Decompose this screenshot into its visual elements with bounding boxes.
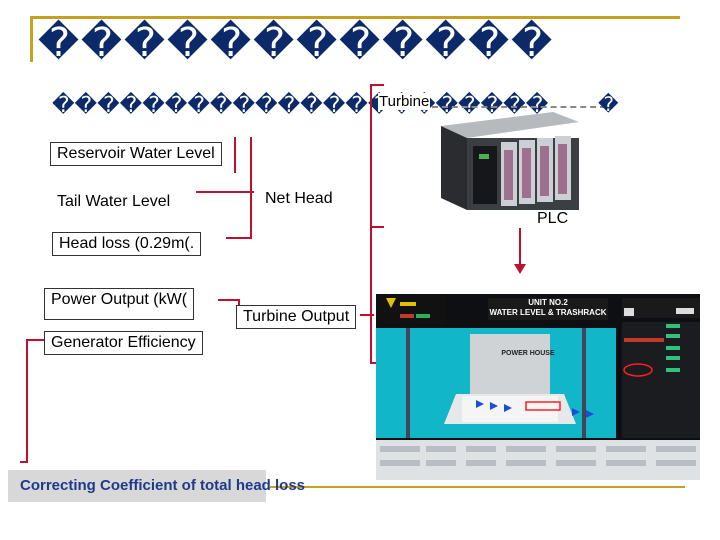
frame-left-line bbox=[30, 16, 33, 62]
tail-water-level-box: Tail Water Level bbox=[50, 190, 178, 214]
scada-screenshot: UNIT NO.2 WATER LEVEL & TRASHRACK POWER … bbox=[376, 294, 700, 480]
plc-arrow-head bbox=[514, 264, 526, 274]
reservoir-water-level-box: Reservoir Water Level bbox=[50, 142, 222, 166]
slide-subtitle: ���������������������� bbox=[52, 92, 549, 117]
frame-bottom-line bbox=[270, 486, 685, 488]
connector-footer-vert bbox=[26, 339, 28, 463]
net-head-box: Net Head bbox=[258, 187, 340, 211]
connector-gen-left bbox=[26, 339, 48, 341]
bracket-middle bbox=[370, 226, 384, 228]
plc-label: PLC bbox=[537, 210, 569, 227]
dashed-underline bbox=[432, 106, 606, 108]
head-loss-box: Head loss (0.29m(. bbox=[52, 232, 202, 256]
subtitle-end-glyph: � bbox=[598, 94, 619, 116]
frame-top-line bbox=[30, 16, 680, 19]
connector-turbine-out bbox=[360, 314, 374, 316]
generator-efficiency-box: Generator Efficiency bbox=[44, 331, 203, 355]
bracket-vertical bbox=[370, 84, 372, 364]
connector-footer-tick bbox=[20, 461, 28, 463]
connector-nethead-vertical bbox=[250, 137, 252, 237]
connector-reservoir bbox=[234, 137, 236, 173]
turbine-label: Turbine bbox=[378, 93, 431, 110]
plc-image bbox=[433, 108, 581, 212]
scada-header-subtitle: WATER LEVEL & TRASHRACK bbox=[489, 308, 607, 317]
bracket-top bbox=[370, 84, 384, 86]
scada-powerhouse-label: POWER HOUSE bbox=[501, 350, 555, 357]
connector-tail bbox=[196, 191, 254, 193]
connector-headloss bbox=[226, 237, 252, 239]
slide-title: ������������ bbox=[38, 21, 555, 65]
power-output-box: Power Output (kW( bbox=[44, 288, 195, 320]
scada-header-title: UNIT NO.2 bbox=[528, 298, 568, 307]
footer-panel bbox=[8, 470, 266, 502]
connector-power bbox=[218, 299, 240, 301]
turbine-output-box: Turbine Output bbox=[236, 305, 357, 329]
plc-arrow-line bbox=[519, 228, 521, 266]
footer-caption: Correcting Coefficient of total head los… bbox=[20, 477, 306, 494]
